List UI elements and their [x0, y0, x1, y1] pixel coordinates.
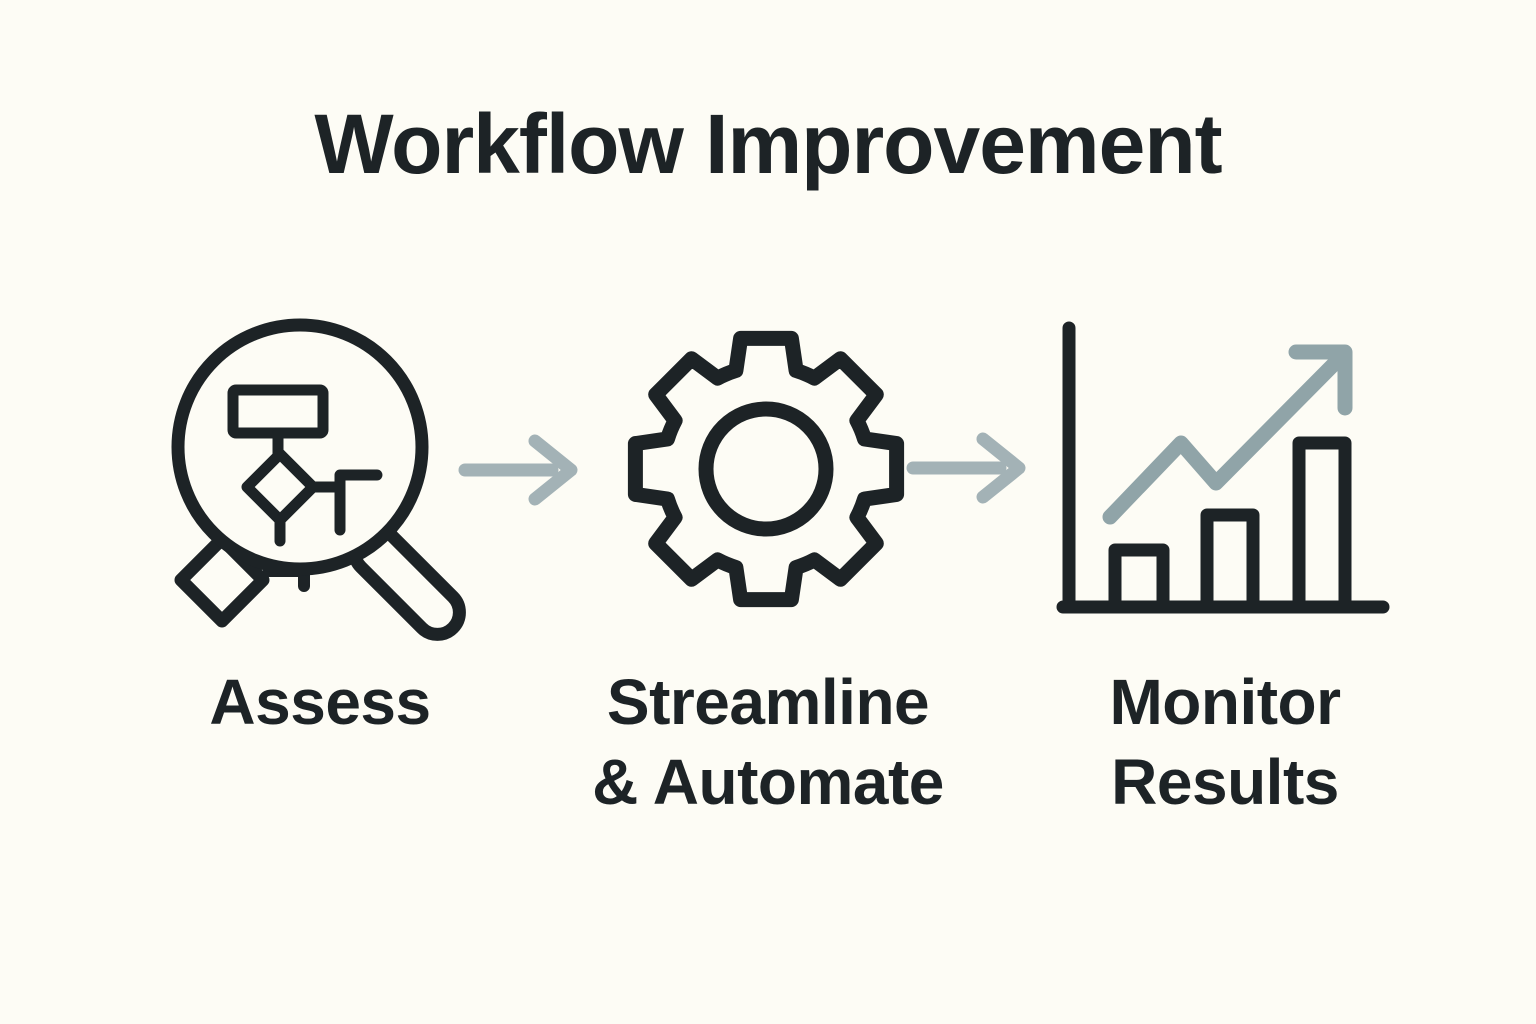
- step-label-line: Streamline: [606, 666, 930, 738]
- flowchart-connector-right: [307, 469, 383, 536]
- magnifier-lens: [171, 318, 429, 576]
- step-label-assess: Assess: [140, 662, 500, 742]
- chart-trend-line: [1102, 352, 1346, 525]
- flowchart-inside-lens: [227, 384, 383, 547]
- step-label-line: & Automate: [592, 746, 944, 818]
- arrow-right-icon: [906, 432, 1026, 504]
- arrow-head: [976, 432, 1026, 504]
- gear-icon: [627, 330, 905, 608]
- gear-center-hole: [698, 401, 834, 537]
- page-title: Workflow Improvement: [314, 97, 1222, 191]
- step-label-monitor-results: Monitor Results: [1040, 662, 1410, 822]
- bar-chart-growth-icon: [1056, 321, 1390, 614]
- step-label-line: Monitor: [1109, 666, 1341, 738]
- step-label-line: Results: [1111, 746, 1339, 818]
- step-label-streamline-automate: Streamline & Automate: [568, 662, 968, 822]
- chart-bars: [1108, 436, 1352, 607]
- step-label-line: Assess: [209, 666, 431, 738]
- chart-trend-arrowhead: [1288, 344, 1353, 416]
- magnifier-flowchart-icon: [171, 318, 466, 641]
- arrow-right-icon: [458, 434, 578, 506]
- arrow-head: [528, 434, 578, 506]
